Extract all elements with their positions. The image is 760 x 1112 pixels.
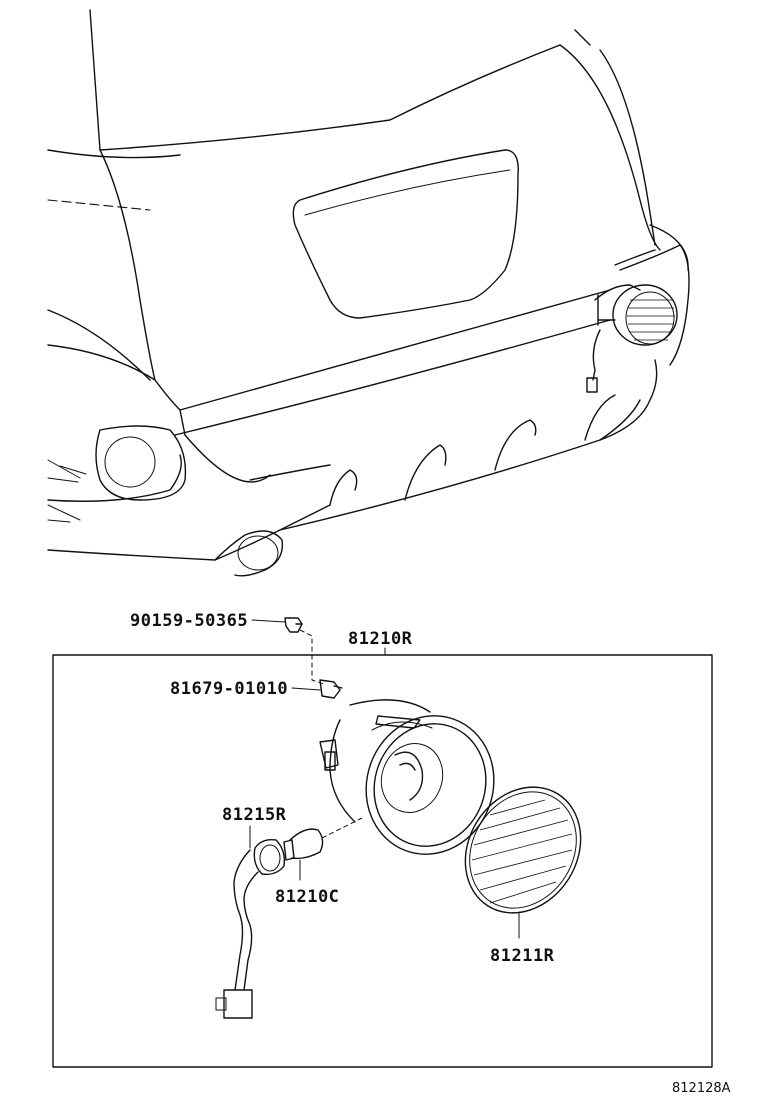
assembly-frame — [52, 654, 713, 1068]
illustration-code: 812128A — [672, 1081, 731, 1096]
socket-part-number: 81215R — [222, 805, 287, 825]
lens-part — [464, 786, 582, 914]
clip-part — [284, 617, 325, 685]
clip-part-number: 90159-50365 — [130, 611, 248, 631]
lens-part-number: 81211R — [490, 946, 555, 966]
fog-lamp-housing — [319, 699, 495, 855]
assembly-part-number: 81210R — [348, 629, 413, 649]
bracket-part-number: 81679-01010 — [170, 679, 288, 699]
bracket-part — [319, 679, 343, 699]
bulb-part — [283, 817, 363, 861]
socket-harness-part — [215, 838, 286, 1019]
bulb-part-number: 81210C — [275, 887, 339, 907]
vehicle-rear-illustration — [47, 9, 690, 577]
